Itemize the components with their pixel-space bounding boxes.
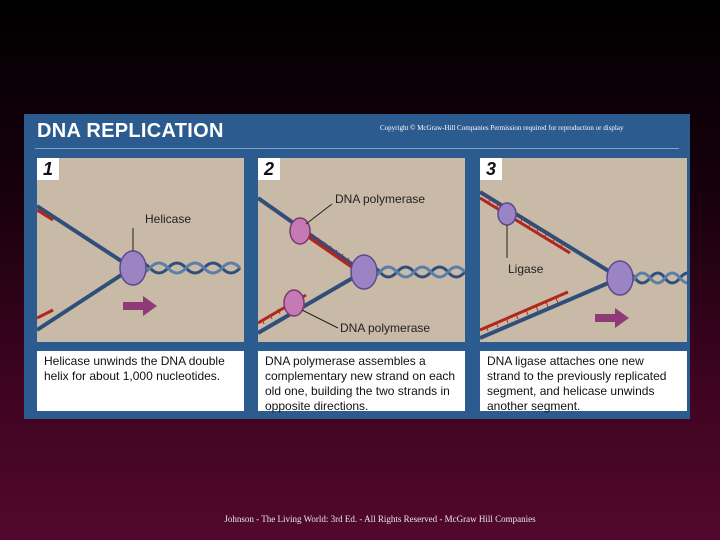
slide-footer: Johnson - The Living World: 3rd Ed. - Al… — [224, 514, 536, 524]
caption-panel-1: Helicase unwinds the DNA double helix fo… — [37, 351, 244, 411]
parent-dna-upper-strand — [37, 204, 134, 270]
panel-2: 2 DNA polymerase DNA polymerase — [258, 158, 465, 342]
label-ligase: Ligase — [508, 262, 544, 276]
panel-2-illustration — [258, 196, 465, 335]
helicase-enzyme — [350, 254, 378, 290]
title-divider — [35, 148, 679, 149]
double-helix — [361, 265, 465, 279]
double-helix — [618, 271, 687, 285]
label-helicase: Helicase — [145, 212, 192, 226]
panel-number: 3 — [480, 158, 502, 180]
panel-1: 1 Helicase — [37, 158, 244, 342]
caption-panel-3: DNA ligase attaches one new strand to th… — [480, 351, 687, 413]
helicase-enzyme — [606, 260, 634, 296]
double-helix — [130, 261, 242, 275]
dna-replication-figure: DNA REPLICATION Copyright © McGraw-Hill … — [24, 114, 690, 419]
panel-3: 3 Ligase — [480, 158, 687, 342]
figure-title: DNA REPLICATION — [37, 120, 224, 142]
direction-arrow-icon — [595, 308, 629, 328]
label-dna-polymerase-upper: DNA polymerase — [335, 192, 426, 206]
polymerase-lower-pointer — [301, 309, 339, 329]
panel-number: 1 — [37, 158, 59, 180]
copyright-notice: Copyright © McGraw-Hill Companies Permis… — [380, 124, 624, 132]
upper-strand — [258, 196, 365, 274]
panel-3-illustration — [480, 190, 687, 340]
label-dna-polymerase-lower: DNA polymerase — [340, 321, 431, 335]
dna-polymerase-upper — [289, 217, 311, 245]
direction-arrow-icon — [123, 296, 157, 316]
polymerase-upper-pointer — [305, 203, 333, 225]
lower-strand — [480, 276, 621, 340]
panel-1-illustration — [37, 204, 242, 332]
caption-panel-2: DNA polymerase assembles a complementary… — [258, 351, 465, 413]
helicase-enzyme — [119, 250, 147, 286]
panel-number: 2 — [258, 158, 280, 180]
ligase-enzyme — [497, 202, 517, 226]
dna-polymerase-lower — [283, 289, 305, 317]
parent-dna-lower-strand — [37, 266, 134, 332]
